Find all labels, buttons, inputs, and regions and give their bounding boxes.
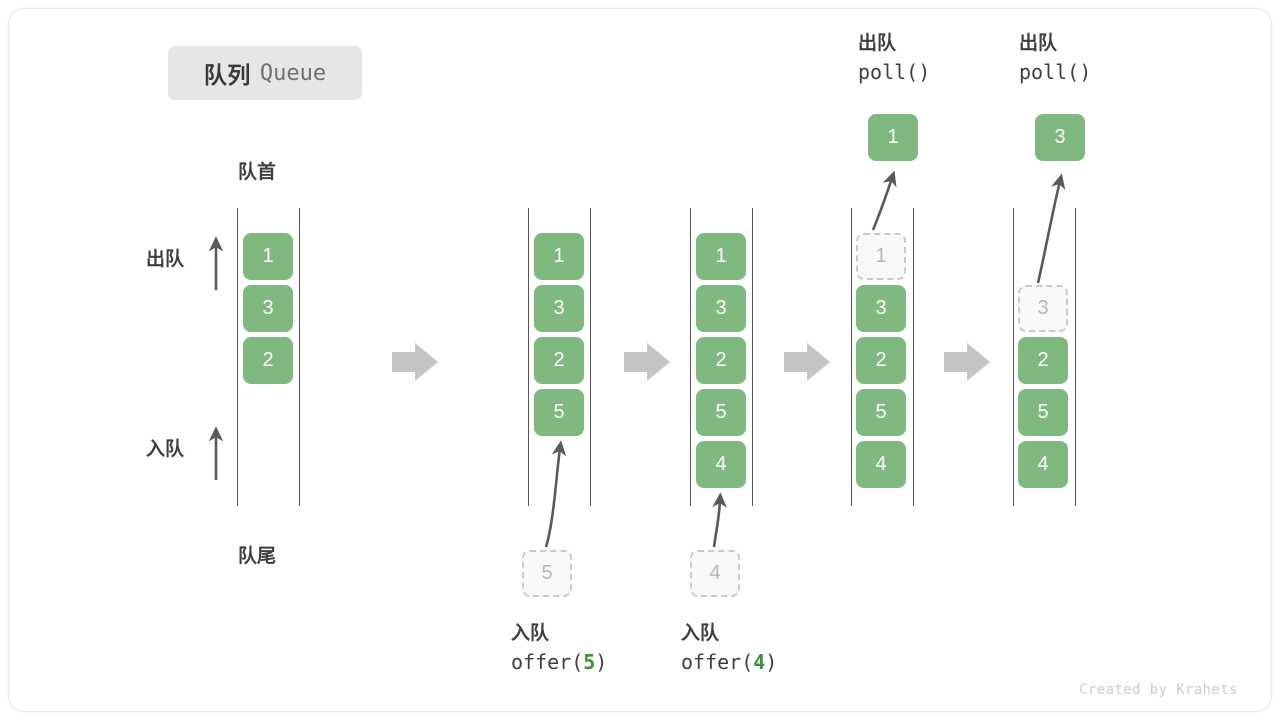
operation-caption-poll-1: 出队 poll(): [858, 31, 930, 86]
rail-left: [690, 208, 692, 506]
code-argument: 4: [753, 649, 766, 674]
rail-left: [528, 208, 530, 506]
code-prefix: offer(: [511, 649, 584, 674]
queue-cell-new: 5: [534, 389, 584, 436]
queue-cell: 4: [856, 441, 906, 488]
queue-tail-label: 队尾: [238, 546, 277, 567]
operation-name-cn: 入队: [681, 623, 720, 644]
code-prefix: offer(: [681, 649, 754, 674]
enqueue-direction-label: 入队: [146, 439, 185, 460]
queue-cell: 4: [1018, 441, 1068, 488]
removed-element-ghost: 3: [1018, 285, 1068, 332]
dequeue-direction-label: 出队: [146, 249, 185, 270]
title-english: Queue: [259, 60, 327, 86]
queue-cell: 1: [696, 233, 746, 280]
queue-cell: 3: [856, 285, 906, 332]
pending-element-ghost: 5: [522, 550, 572, 597]
diagram-card: [8, 8, 1272, 712]
operation-name-cn: 出队: [1019, 33, 1058, 54]
queue-cell: 2: [534, 337, 584, 384]
polled-element: 3: [1035, 114, 1085, 161]
queue-cell: 1: [534, 233, 584, 280]
queue-cell: 3: [696, 285, 746, 332]
code-suffix: ): [765, 649, 778, 674]
polled-element: 1: [868, 114, 918, 161]
operation-name-cn: 出队: [858, 33, 897, 54]
rail-left: [237, 208, 239, 506]
queue-cell: 5: [856, 389, 906, 436]
code-suffix: ): [595, 649, 608, 674]
credit-text: Created by Krahets: [1079, 682, 1238, 698]
queue-cell: 5: [696, 389, 746, 436]
queue-cell-new: 4: [696, 441, 746, 488]
queue-cell: 2: [1018, 337, 1068, 384]
rail-right: [752, 208, 754, 506]
queue-cell: 3: [243, 285, 293, 332]
rail-left: [1013, 208, 1015, 506]
rail-right: [913, 208, 915, 506]
queue-cell: 1: [243, 233, 293, 280]
queue-cell: 5: [1018, 389, 1068, 436]
operation-name-cn: 入队: [511, 623, 550, 644]
title-chinese: 队列: [203, 62, 251, 88]
diagram-title-chip: 队列 Queue: [168, 46, 362, 100]
operation-caption-offer-4: 入队 offer(4): [681, 621, 777, 676]
rail-right: [1075, 208, 1077, 506]
rail-right: [590, 208, 592, 506]
operation-caption-offer-5: 入队 offer(5): [511, 621, 607, 676]
operation-code: poll(): [1019, 59, 1092, 84]
queue-cell: 2: [856, 337, 906, 384]
operation-code: offer(5): [511, 648, 607, 676]
queue-cell: 2: [696, 337, 746, 384]
operation-code: poll(): [858, 59, 931, 84]
removed-element-ghost: 1: [856, 233, 906, 280]
rail-right: [299, 208, 301, 506]
pending-element-ghost: 4: [690, 550, 740, 597]
queue-head-label: 队首: [238, 162, 277, 183]
queue-cell: 2: [243, 337, 293, 384]
queue-cell: 3: [534, 285, 584, 332]
operation-caption-poll-3: 出队 poll(): [1019, 31, 1091, 86]
rail-left: [851, 208, 853, 506]
operation-code: offer(4): [681, 648, 777, 676]
code-argument: 5: [583, 649, 596, 674]
